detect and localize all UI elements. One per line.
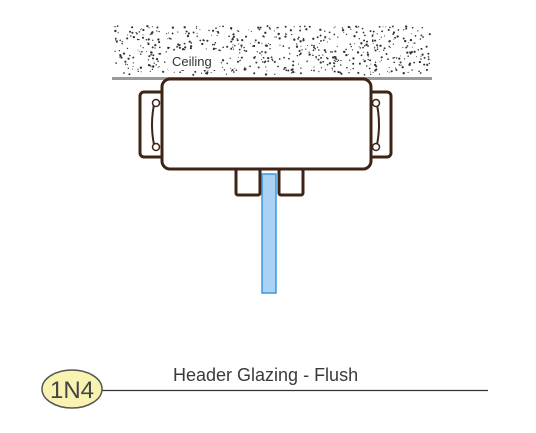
ceiling-label: Ceiling	[172, 54, 212, 69]
glass-pocket-left-leg	[234, 167, 262, 197]
ceiling-label-backdrop	[168, 51, 220, 70]
left-clip-upper-pin	[151, 98, 161, 108]
detail-tag-bubble	[41, 369, 103, 409]
right-clip-lower-pin	[371, 142, 381, 152]
glass-pocket-right-leg	[277, 167, 305, 197]
ceiling-speckle-texture	[113, 24, 431, 76]
detail-title: Header Glazing - Flush	[173, 365, 358, 385]
detail-tag: 1N4	[41, 369, 103, 409]
left-side-clip	[138, 90, 167, 159]
ceiling-slab: Ceiling	[112, 24, 432, 80]
header-profile-body	[160, 77, 373, 171]
glass-panel	[261, 173, 277, 294]
detail-tag-label: 1N4	[50, 377, 94, 404]
right-clip-upper-pin	[371, 98, 381, 108]
left-clip-lower-pin	[151, 142, 161, 152]
